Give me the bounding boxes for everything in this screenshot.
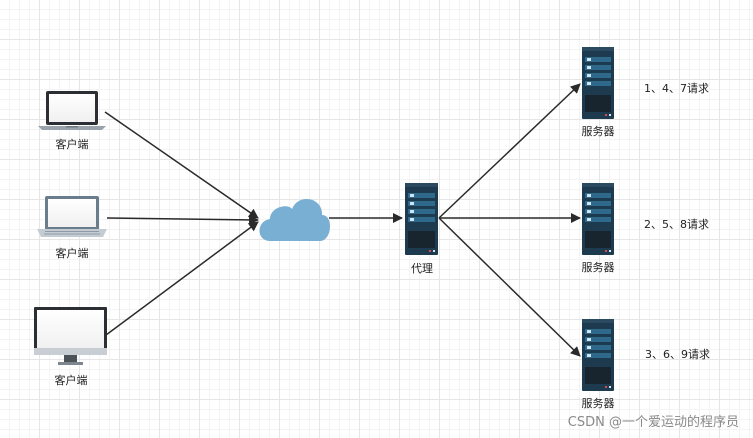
server-request-label: 1、4、7请求 <box>644 82 709 95</box>
client-label: 客户端 <box>54 374 88 387</box>
server-label: 服务器 <box>581 261 615 274</box>
client-label: 客户端 <box>55 247 89 260</box>
server-icon <box>582 183 614 255</box>
server-icon <box>582 319 614 391</box>
server-request-label: 2、5、8请求 <box>644 218 709 231</box>
server-label: 服务器 <box>581 125 615 138</box>
client-label: 客户端 <box>55 138 89 151</box>
arrow-proxy-to-server1 <box>438 83 581 219</box>
laptop-icon <box>38 91 106 130</box>
server-label: 服务器 <box>581 397 615 410</box>
cloud-icon <box>259 198 331 241</box>
server-request-label: 3、6、9请求 <box>645 348 710 361</box>
monitor-icon <box>34 307 107 365</box>
proxy-server-icon <box>405 183 438 255</box>
arrow-proxy-to-server3 <box>438 217 581 357</box>
proxy-label: 代理 <box>411 262 433 275</box>
connection-arrows <box>104 83 581 357</box>
server-icon <box>582 47 614 119</box>
watermark-text: CSDN @一个爱运动的程序员 <box>567 415 739 430</box>
laptop-icon <box>37 196 107 237</box>
arrow-client1-to-cloud <box>104 111 259 219</box>
arrow-client3-to-cloud <box>105 221 259 336</box>
arrow-client2-to-cloud <box>106 214 259 225</box>
